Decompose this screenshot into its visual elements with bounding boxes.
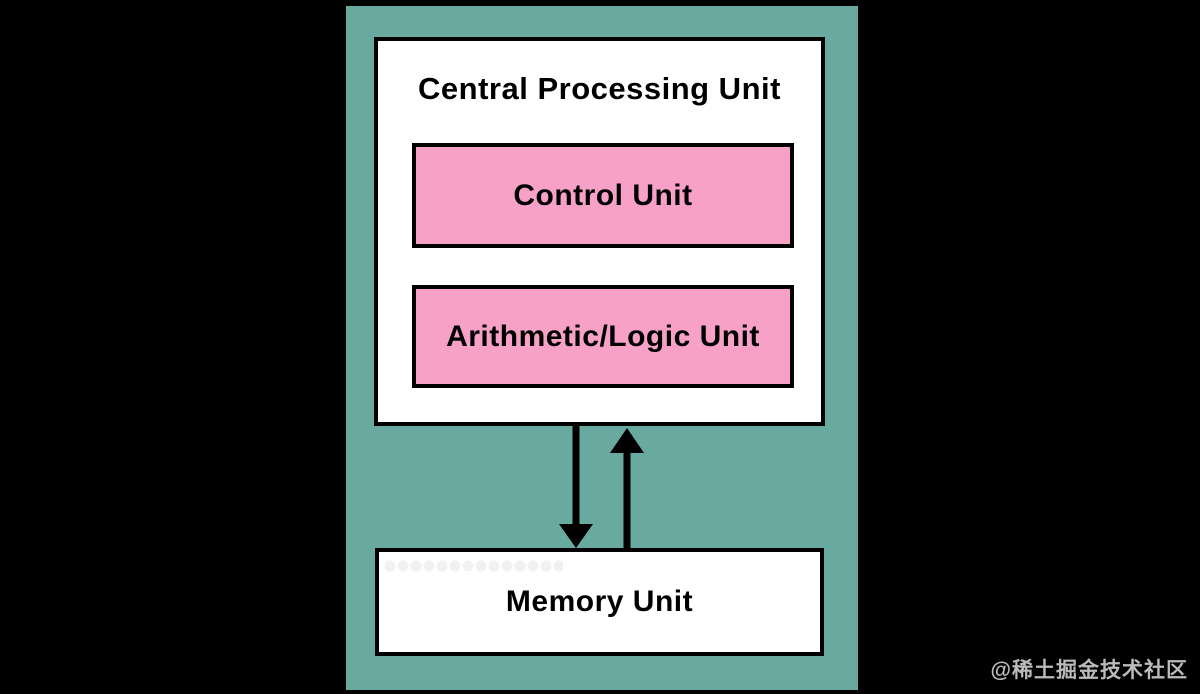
down-arrow-icon bbox=[559, 426, 593, 548]
memory-unit-box: Memory Unit bbox=[375, 548, 824, 656]
cpu-memory-arrows bbox=[559, 426, 644, 548]
control-unit-label: Control Unit bbox=[513, 178, 693, 212]
up-arrow-icon bbox=[610, 428, 644, 548]
control-unit-box: Control Unit bbox=[412, 143, 794, 248]
alu-label: Arithmetic/Logic Unit bbox=[446, 319, 760, 353]
memory-unit-label: Memory Unit bbox=[505, 585, 694, 618]
cpu-title: Central Processing Unit bbox=[418, 71, 781, 106]
watermark-text: @稀土掘金技术社区 bbox=[990, 659, 1188, 682]
alu-box: Arithmetic/Logic Unit bbox=[412, 285, 794, 388]
